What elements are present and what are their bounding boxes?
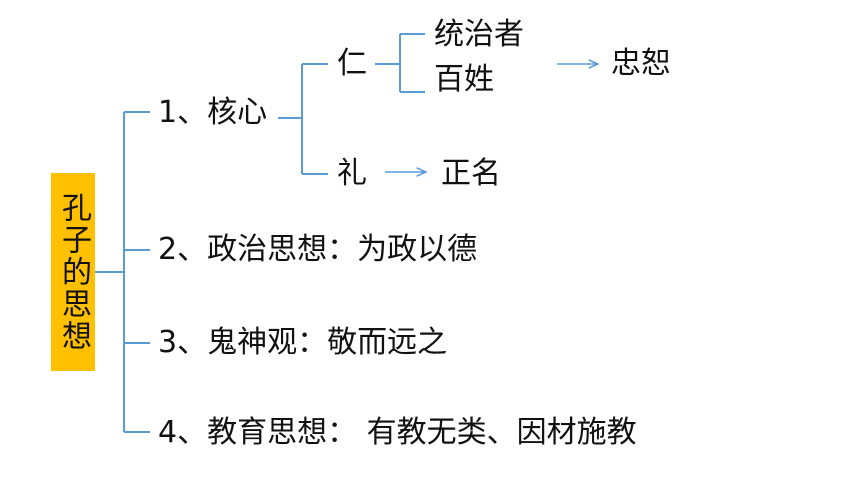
li-label: 礼 [337,156,367,191]
branch-1-label: 1、核心 [158,95,268,130]
branch-4-label: 4、教育思想： 有教无类、因材施教 [158,415,637,450]
branch-3-label: 3、鬼神观：敬而远之 [158,325,448,360]
ren-child-2-label: 百姓 [434,62,494,97]
root-label: 孔子的思想 [56,192,91,352]
ren-label: 仁 [337,46,367,81]
branch-2-label: 2、政治思想：为政以德 [158,232,478,267]
ren-child-1-label: 统治者 [434,17,524,52]
root-node: 孔子的思想 [51,173,95,371]
ren-result-label: 忠恕 [611,46,671,81]
li-result-label: 正名 [441,156,501,191]
